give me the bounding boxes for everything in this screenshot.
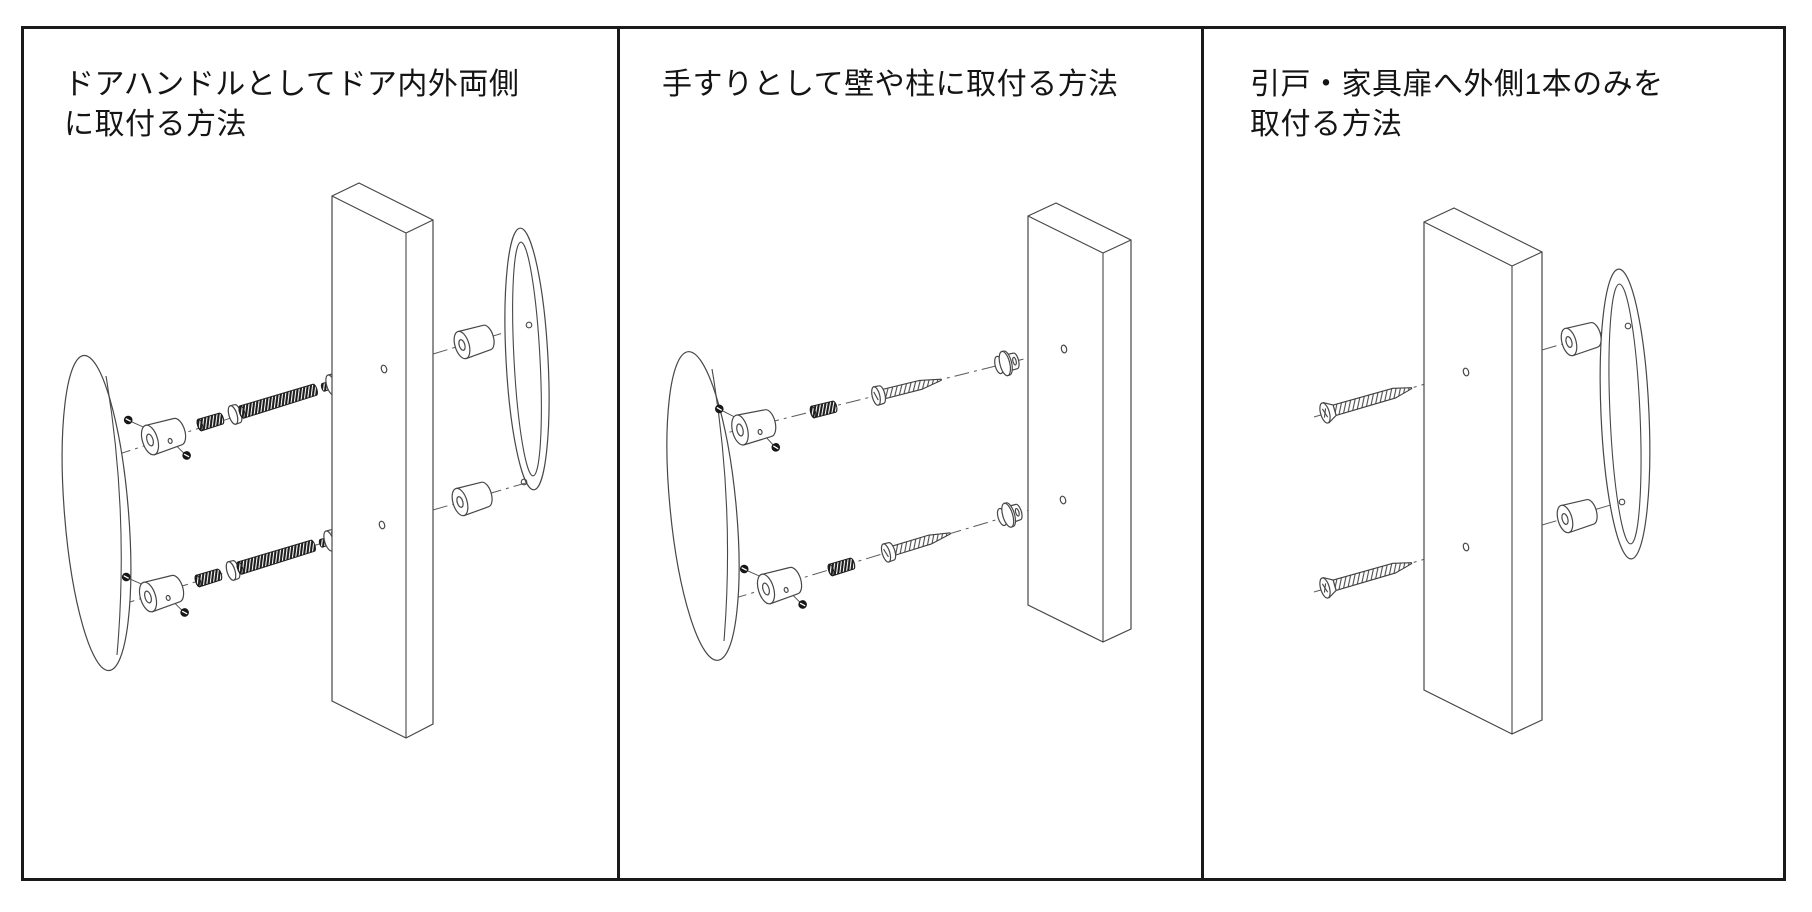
handrail-grip xyxy=(666,351,740,661)
door-board xyxy=(331,182,434,739)
panel-title: 手すりとして壁や柱に取付る方法 xyxy=(620,29,1201,105)
panel-sliding-door-single-side: 引戸・家具扉へ外側1本のみを 取付る方法 xyxy=(1201,29,1783,878)
panel-title: ドアハンドルとしてドア内外両側 に取付る方法 xyxy=(24,29,617,145)
spacer-mount xyxy=(1553,495,1601,536)
threaded-stud xyxy=(195,411,226,432)
sliding-door-diagram xyxy=(1313,207,1651,735)
threaded-stud xyxy=(808,399,839,419)
wall-post-board xyxy=(1027,202,1132,643)
spacer-mount xyxy=(450,321,498,362)
spacer-mount xyxy=(1557,318,1605,359)
threaded-stud xyxy=(193,567,224,588)
handrail-diagram xyxy=(666,202,1132,661)
center-line xyxy=(432,479,537,511)
threaded-stud xyxy=(826,556,857,577)
connecting-bolt xyxy=(235,538,318,576)
cup-washer xyxy=(994,498,1026,531)
installation-instruction-sheet: ドアハンドルとしてドア内外両側 に取付る方法 xyxy=(21,26,1786,881)
spacer-mount xyxy=(122,400,194,475)
spacer-mount xyxy=(448,478,496,519)
countersunk-screw xyxy=(1317,377,1415,425)
inner-handle-back xyxy=(504,227,550,491)
panel-title-line2: 取付る方法 xyxy=(1250,108,1403,141)
panel-title-line2: に取付る方法 xyxy=(64,108,247,141)
sliding-door-board xyxy=(1423,207,1543,735)
panel-handrail-wall-post: 手すりとして壁や柱に取付る方法 xyxy=(617,29,1201,878)
wood-screw xyxy=(879,523,954,564)
cup-washer xyxy=(991,347,1023,379)
connecting-bolt xyxy=(237,382,320,420)
panel-title: 引戸・家具扉へ外側1本のみを 取付る方法 xyxy=(1204,29,1783,145)
panel-title-line1: 手すりとして壁や柱に取付る方法 xyxy=(662,68,1119,101)
spacer-mount xyxy=(738,549,810,624)
panel-door-handle-both-sides: ドアハンドルとしてドア内外両側 に取付る方法 xyxy=(24,29,617,878)
door-handle-diagram xyxy=(61,182,550,739)
panel-title-line1: ドアハンドルとしてドア内外両側 xyxy=(64,68,520,101)
panel-title-line1: 引戸・家具扉へ外側1本のみを xyxy=(1250,68,1664,101)
wood-screw xyxy=(869,370,944,407)
handle-back xyxy=(1599,268,1651,560)
center-line xyxy=(1541,499,1629,526)
outer-handle-grip xyxy=(61,354,132,672)
countersunk-screw xyxy=(1317,552,1415,600)
